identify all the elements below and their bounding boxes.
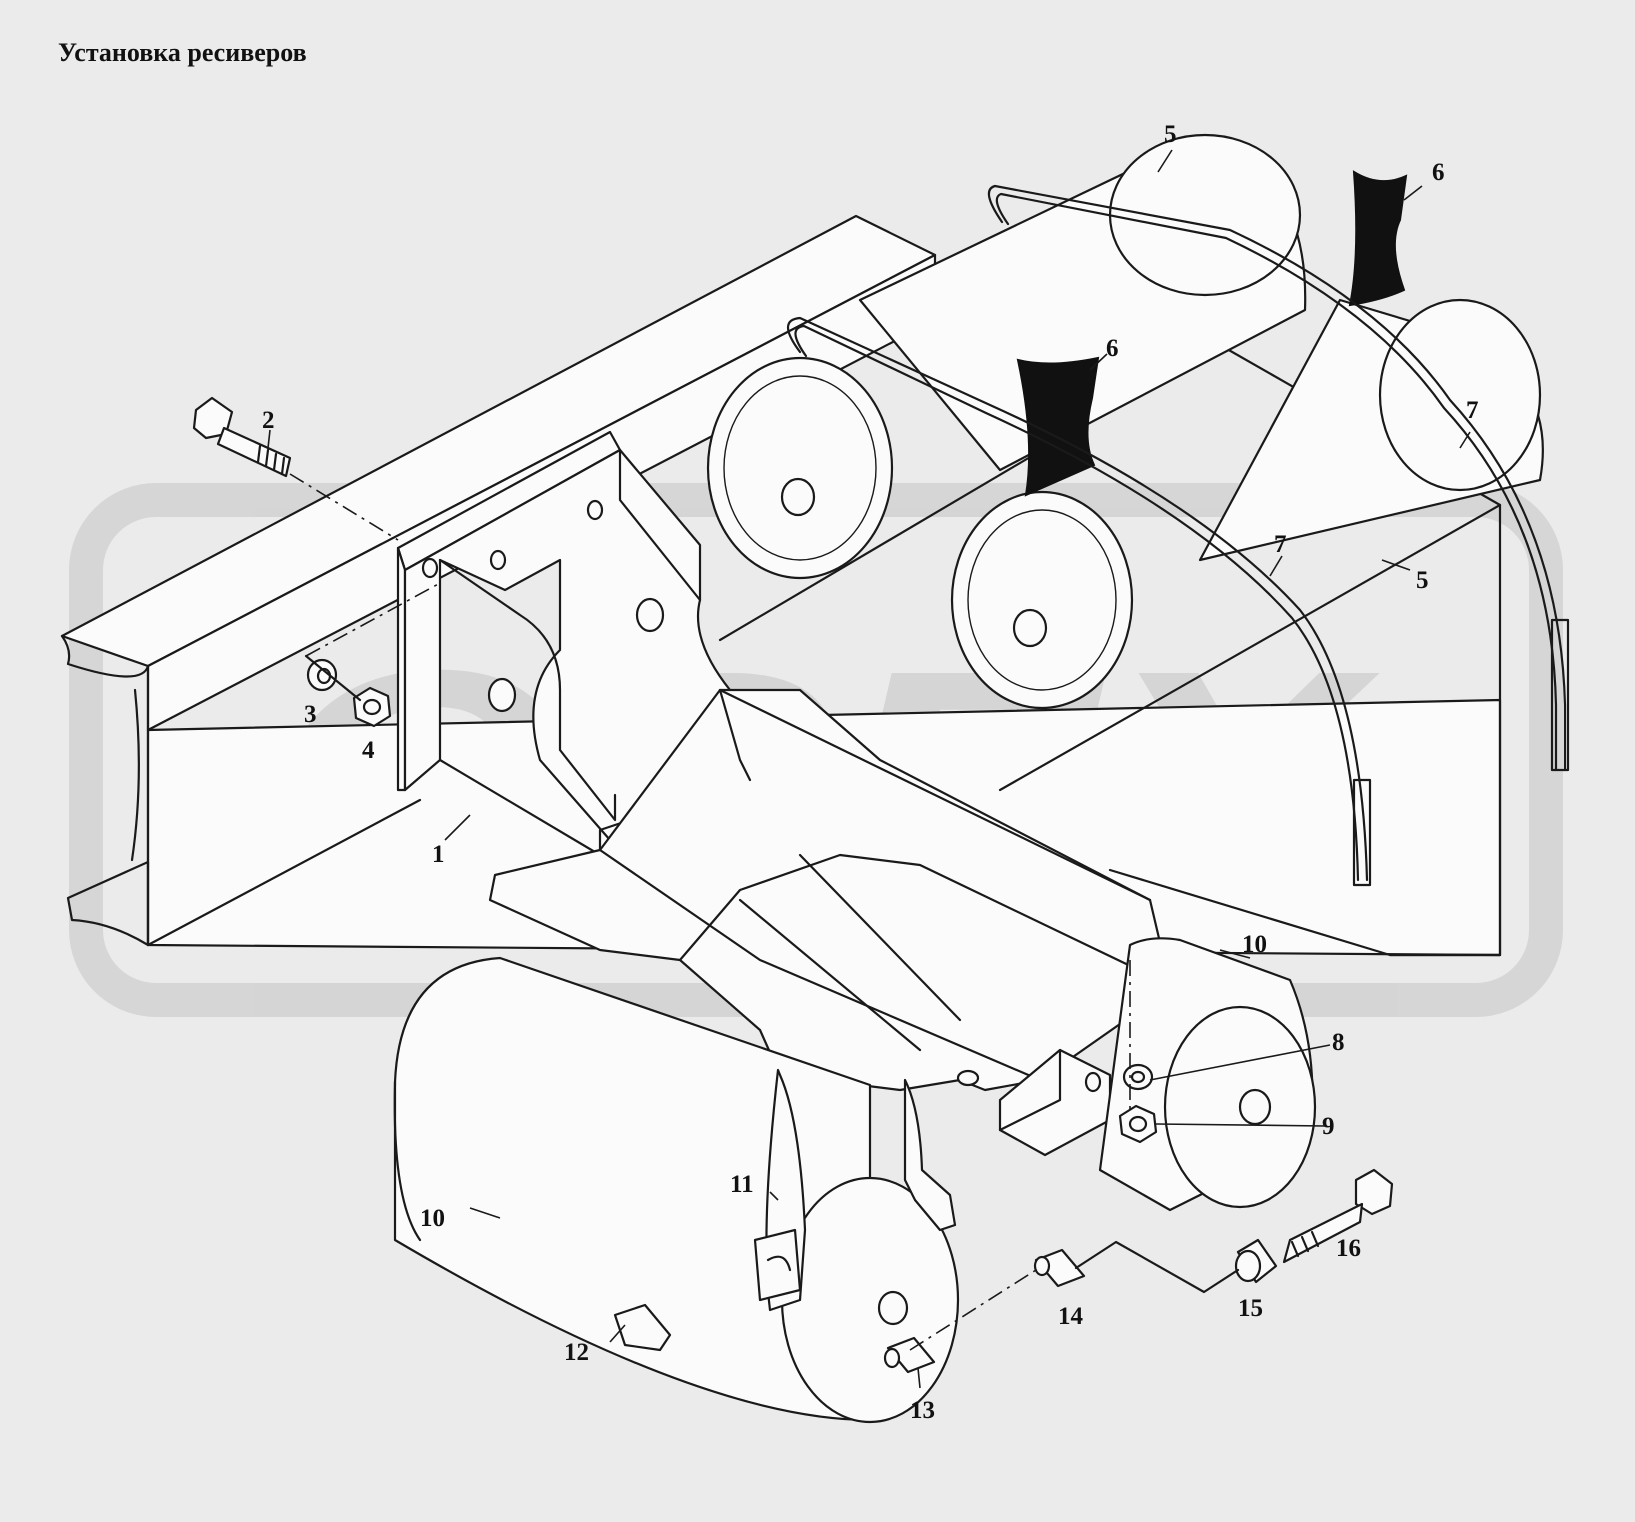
tank-end-right: [950, 490, 1134, 710]
clamp: [753, 1068, 957, 1312]
callout-11: 11: [730, 1171, 754, 1198]
strap-lower: [786, 316, 1372, 887]
bolt-16: [1282, 1168, 1394, 1264]
callout-5-upper: 5: [1164, 121, 1177, 148]
page-title: Установка ресиверов: [58, 38, 307, 67]
fitting-14: [1033, 1248, 1086, 1288]
callout-5-lower: 5: [1416, 567, 1429, 594]
callout-14: 14: [1058, 1303, 1084, 1330]
callout-9: 9: [1322, 1113, 1335, 1140]
callout-15: 15: [1238, 1295, 1263, 1322]
callout-10-left: 10: [420, 1205, 445, 1232]
callout-12: 12: [564, 1339, 589, 1366]
bolt-2: [192, 396, 292, 478]
washer-8: [1122, 1063, 1154, 1091]
callout-1: 1: [432, 841, 445, 868]
bushing-15: [1234, 1238, 1278, 1284]
tank-end-left: [706, 356, 894, 580]
callout-8: 8: [1332, 1029, 1345, 1056]
callout-7-upper: 7: [1466, 397, 1479, 424]
callout-10-right: 10: [1242, 931, 1267, 958]
callout-6-upper: 6: [1432, 159, 1445, 186]
callout-3: 3: [304, 701, 317, 728]
leader-lines: [267, 149, 1471, 1389]
nut-4: [352, 686, 392, 728]
callout-6-lower: 6: [1106, 335, 1119, 362]
saddle-plate: [488, 688, 1172, 1092]
fitting-13: [883, 1336, 936, 1374]
callout-4: 4: [362, 737, 375, 764]
rubber-pad-lower: [1016, 356, 1100, 497]
receiver-upper-rear: [858, 133, 1544, 562]
bracket: [396, 430, 762, 857]
callout-2: 2: [262, 407, 275, 434]
washer-3: [306, 658, 338, 692]
nut-9: [1118, 1104, 1158, 1144]
assembly-axes: [289, 473, 1240, 1351]
callout-7-lower: 7: [1274, 531, 1287, 558]
rubber-pad-upper: [1348, 170, 1408, 307]
callout-16: 16: [1336, 1235, 1361, 1262]
receiver-lower-right: [1098, 937, 1317, 1212]
strap-upper: [987, 184, 1570, 772]
callout-13: 13: [910, 1397, 935, 1424]
callouts: 1 2 3 4 5 5 6 6 7 7 8 9 10 10 11 12 13 1…: [262, 121, 1479, 1424]
